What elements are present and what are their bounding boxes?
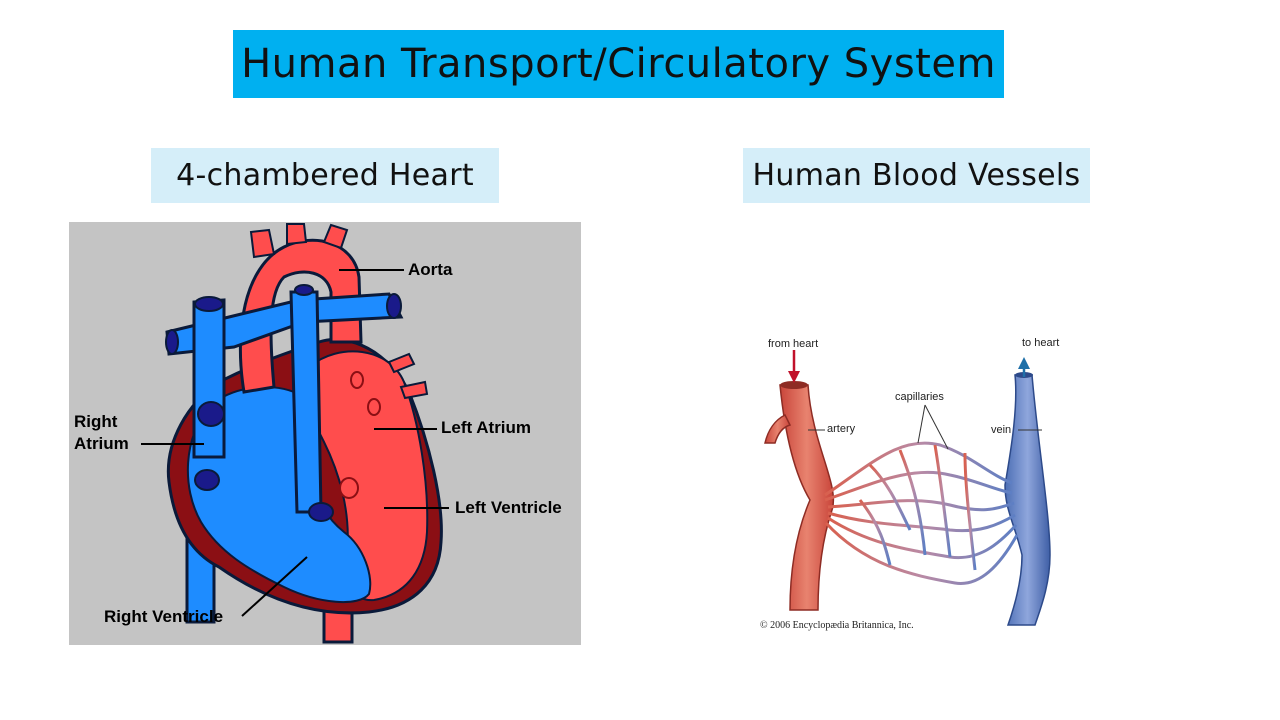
right-atrium-label-line2: Atrium	[74, 434, 129, 453]
aorta-label: Aorta	[408, 260, 453, 279]
artery-label: artery	[827, 423, 856, 435]
left-atrium-label: Left Atrium	[441, 418, 532, 437]
heart-heading: 4-chambered Heart	[151, 148, 499, 203]
capillaries-label: capillaries	[895, 391, 944, 403]
blood-vessels-diagram: from heart to heart capillaries artery v…	[750, 325, 1080, 635]
right-atrium-label-line1: Right	[74, 412, 118, 431]
to-heart-label: to heart	[1022, 337, 1060, 349]
heart-diagram: Aorta Right Atrium Left Atrium Left Vent…	[69, 222, 581, 645]
copyright-notice: © 2006 Encyclopædia Britannica, Inc.	[760, 620, 914, 631]
right-ventricle-label: Right Ventricle	[104, 607, 224, 626]
vessels-heading: Human Blood Vessels	[743, 148, 1090, 203]
vessels-illustration	[764, 350, 1051, 626]
vein-label: vein	[991, 424, 1012, 436]
heart-illustration	[141, 223, 449, 644]
from-heart-label: from heart	[768, 338, 819, 350]
slide-title: Human Transport/Circulatory System	[233, 30, 1004, 98]
left-ventricle-label: Left Ventricle	[455, 498, 562, 517]
